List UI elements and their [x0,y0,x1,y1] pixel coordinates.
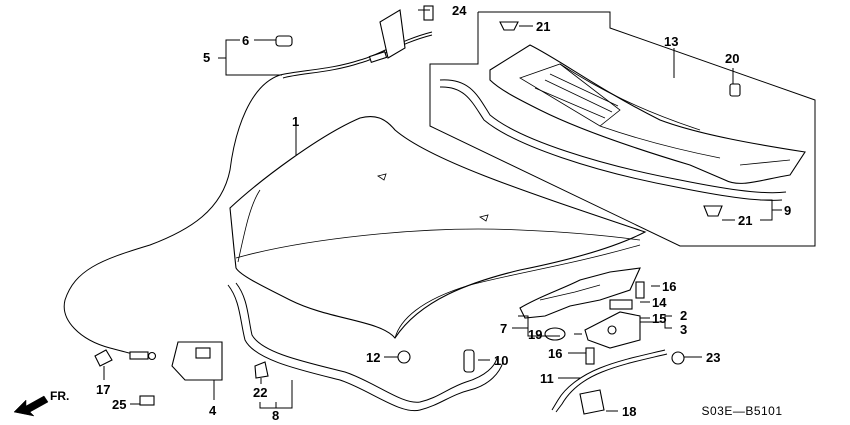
hood-support-rod [551,349,668,413]
callout-9: 9 [784,203,791,218]
callout-18: 18 [622,404,636,419]
callout-8: 8 [272,408,279,423]
latch-support-bracket [519,267,641,319]
callout-7: 7 [500,321,507,336]
callout-13: 13 [664,34,678,49]
cowl-group-outline [429,11,816,247]
callout-6: 6 [242,33,249,48]
callout-25: 25 [112,397,126,412]
hardware-items [94,5,741,415]
front-direction-indicator: FR. [13,389,69,417]
hood-seal-weatherstrip [439,79,787,201]
callout-17: 17 [96,382,110,397]
callout-24: 24 [452,3,467,18]
front-direction-label: FR. [50,389,69,403]
callout-5: 5 [203,50,210,65]
front-edge-molding [227,282,504,412]
callout-16a: 16 [662,279,676,294]
front-arrow-icon [13,395,49,417]
callout-10: 10 [494,353,508,368]
callout-11: 11 [540,371,554,386]
callout-20: 20 [725,51,739,66]
hood-hinge [584,311,641,349]
diagram-reference-code: S03E—B5101 [701,404,782,418]
callout-15: 15 [652,311,666,326]
hood-release-cable [63,31,433,361]
cowl-top-panel [489,44,806,184]
callout-1: 1 [292,114,299,129]
callout-3: 3 [680,322,687,337]
callout-16b: 16 [548,346,562,361]
callout-21b: 21 [738,213,752,228]
callout-4: 4 [209,403,217,418]
callout-14: 14 [652,295,667,310]
hood-panel [229,115,647,339]
callout-21a: 21 [536,19,550,34]
callout-2: 2 [680,308,687,323]
callout-19: 19 [528,327,542,342]
callout-22: 22 [253,385,267,400]
callout-12: 12 [366,350,380,365]
callout-labels: 1 2 3 4 5 6 7 8 9 10 11 12 13 14 15 16 1… [96,3,791,423]
callout-23: 23 [706,350,720,365]
leader-lines [103,9,782,412]
